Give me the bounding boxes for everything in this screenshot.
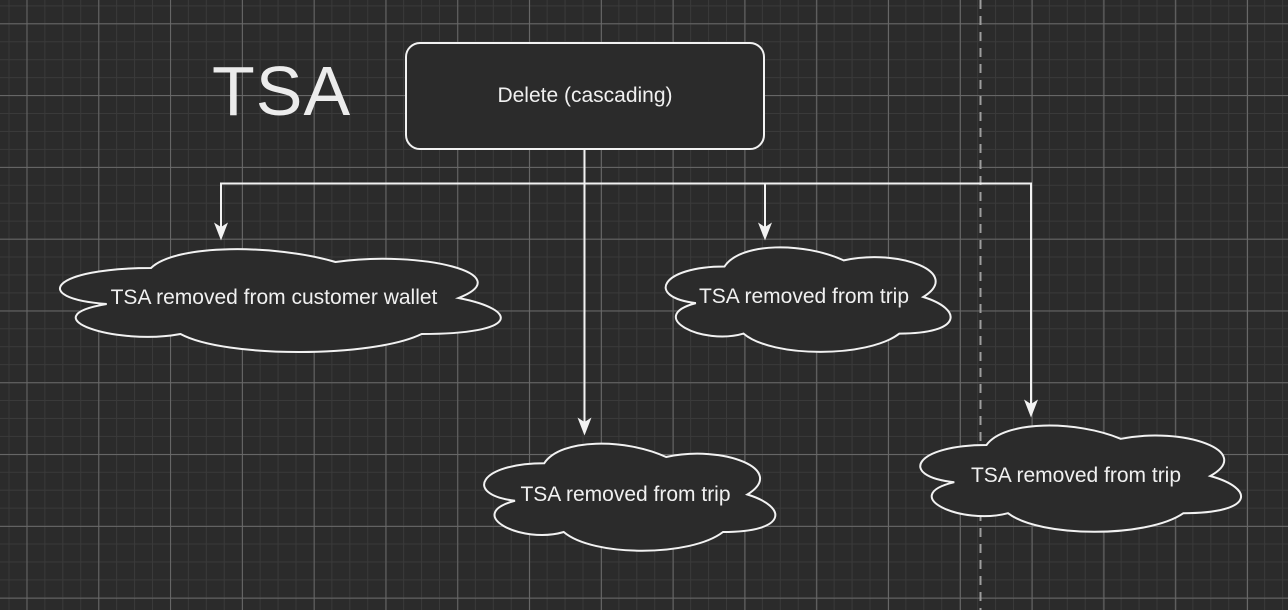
edge-root-to-wallet-cloud[interactable]	[214, 149, 586, 241]
cloud-trip-lower-right-shape[interactable]	[919, 424, 1242, 533]
cloud-trip-lower-center-shape[interactable]	[483, 442, 777, 552]
cloud-trip-upper-shape[interactable]	[664, 246, 952, 353]
cloud-wallet-shape[interactable]	[58, 248, 502, 353]
edge-root-to-trip-upper-cloud[interactable]	[583, 149, 772, 241]
edge-root-to-trip-lower-right-cloud[interactable]	[583, 149, 1038, 418]
delete-cascading-node-shape[interactable]	[405, 42, 765, 150]
diagram-title-text[interactable]: TSA	[212, 52, 352, 130]
